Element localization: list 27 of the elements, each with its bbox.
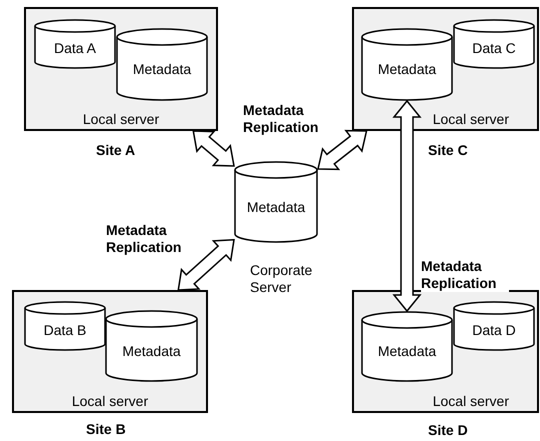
double-arrow [392, 100, 422, 312]
site-label: Site A [96, 142, 136, 159]
database-label: Metadata [376, 344, 438, 358]
database-label: Data D [471, 322, 517, 336]
database-label: Metadata [246, 200, 306, 214]
double-arrow [177, 239, 235, 291]
database-label: Data A [52, 40, 98, 54]
database-label: Data B [42, 322, 88, 336]
database-label: Data C [471, 40, 517, 54]
server-box [352, 7, 539, 131]
double-arrow [317, 130, 368, 170]
database-label: Metadata [376, 62, 438, 76]
database-label: Metadata [132, 62, 192, 76]
double-arrow [192, 130, 235, 167]
server-box [12, 290, 208, 413]
server-box [24, 7, 218, 131]
edge-label: Metadata Replication [421, 258, 509, 292]
database-label: Metadata [121, 344, 182, 358]
server-caption: Corporate Server [250, 262, 314, 296]
server-box [352, 290, 539, 413]
site-label: Site B [86, 421, 126, 438]
site-label: Site D [428, 422, 468, 439]
server-label: Local server [70, 394, 150, 408]
site-label: Site C [428, 142, 468, 159]
server-label: Local server [432, 394, 509, 408]
server-label: Local server [432, 112, 509, 126]
server-label: Local server [82, 112, 160, 126]
